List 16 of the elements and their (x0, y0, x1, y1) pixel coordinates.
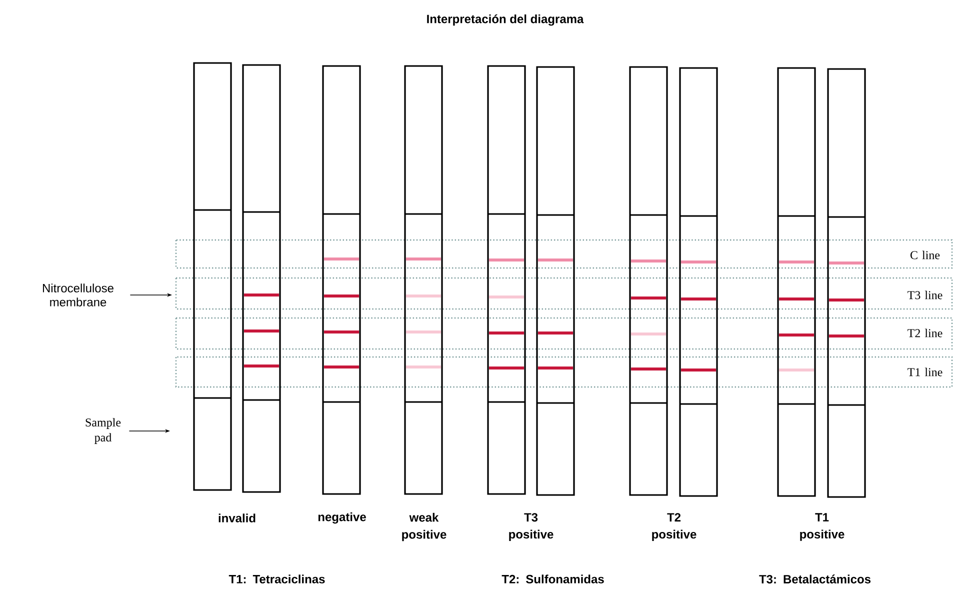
legend-note: T1: Tetraciclinas (228, 574, 325, 584)
line-label: C line (910, 250, 940, 260)
line-label: T1 line (908, 368, 942, 376)
side-label: Nitrocellulose membrane (42, 284, 114, 306)
side-label: Sample pad (86, 418, 121, 444)
strip-caption: T1 positive (800, 513, 844, 541)
legend-note: T2: Sulfonamidas (502, 574, 604, 584)
strip-caption: negative (318, 512, 366, 524)
line-label: T2 line (908, 328, 942, 338)
line-label: T3 line (908, 290, 942, 300)
strip-caption: T2 positive (652, 513, 696, 541)
strip-caption: invalid (218, 514, 256, 522)
legend-note: T3: Betalactámicos (759, 574, 871, 584)
title: Interpretación del diagrama (427, 14, 584, 26)
strip-caption: T3 positive (509, 513, 554, 541)
strip-caption: weak positive (402, 512, 446, 542)
